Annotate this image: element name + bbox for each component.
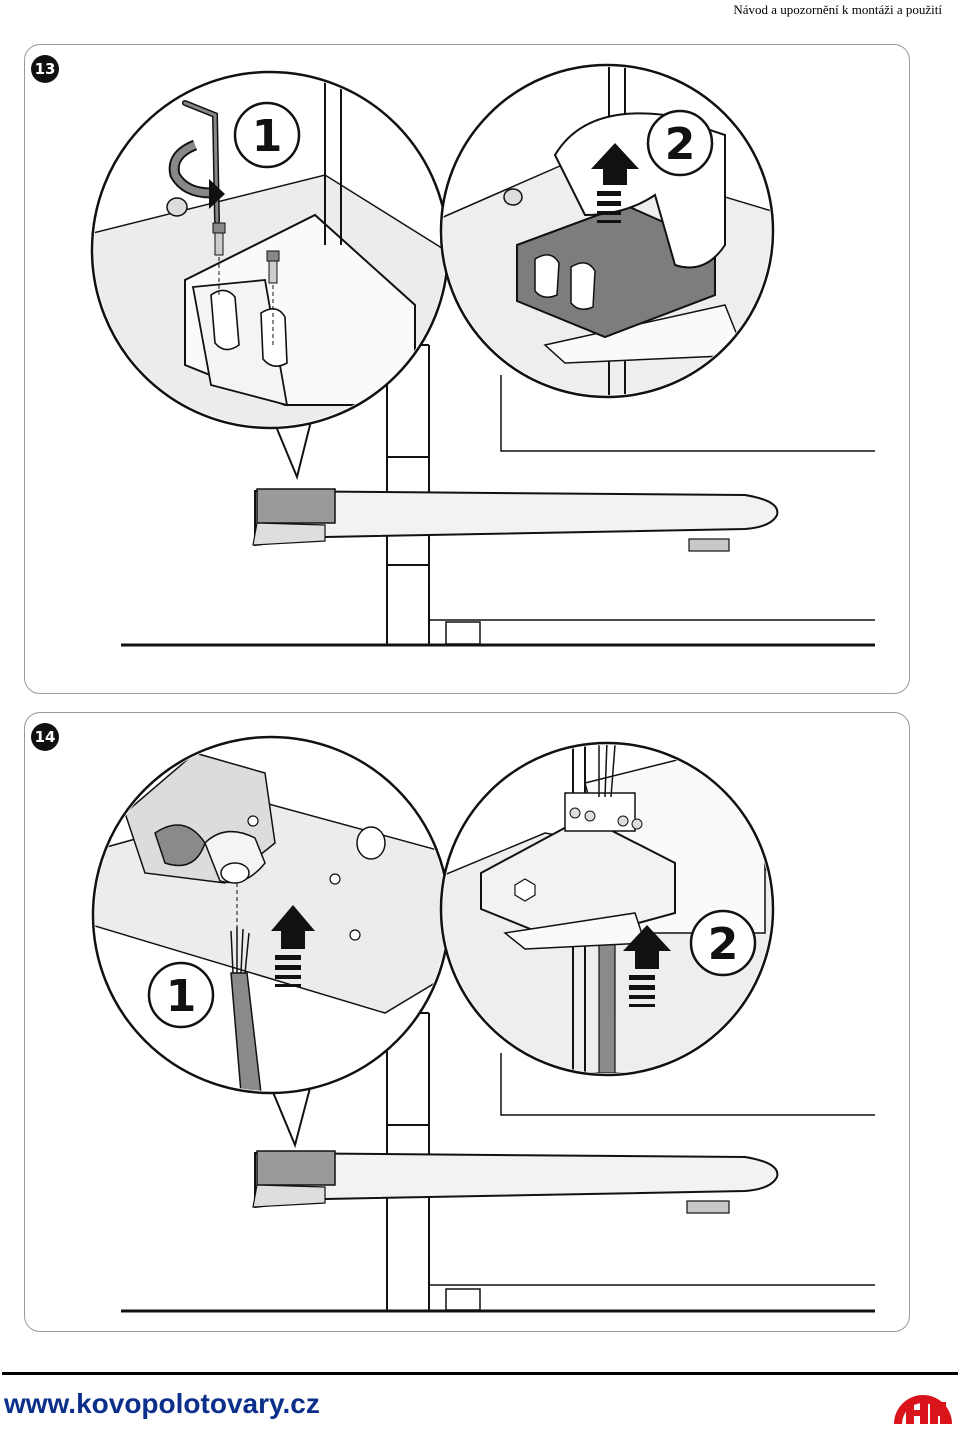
callout-1-number: 1 — [233, 101, 301, 169]
callout-2-number: 2 — [646, 109, 714, 177]
operator-foot — [688, 538, 730, 552]
callout-2-number: 2 — [689, 909, 757, 977]
detail-circle-left — [90, 70, 450, 430]
figure-14-illustration: 1 — [91, 735, 875, 1313]
figure-13-step-badge: 13 — [31, 55, 59, 83]
gate-leaf-outline — [428, 585, 875, 621]
power-cable — [598, 932, 616, 1073]
up-arrow-icon — [623, 925, 671, 1007]
svg-text:1: 1 — [252, 111, 283, 162]
figure-13-illustration: 1 — [90, 63, 875, 647]
figure-13-panel: 13 — [24, 44, 910, 694]
operator-cover-block — [256, 488, 336, 524]
page-header-title: Návod a upozornění k montáži a použití — [733, 2, 942, 17]
screw-icon — [266, 250, 280, 284]
detail-circle-left — [91, 735, 451, 1095]
rear-bracket-line — [500, 1053, 875, 1116]
kovomat-logo-icon — [894, 1395, 952, 1424]
figure-14-panel: 14 — [24, 712, 910, 1332]
screw-icon — [212, 222, 226, 256]
gate-hinge — [445, 621, 481, 645]
gate-operator-arm — [252, 1150, 779, 1214]
figure-14-step-badge: 14 — [31, 723, 59, 751]
up-arrow-icon — [591, 143, 639, 223]
detail-circle-right — [439, 741, 775, 1077]
detail-circle-right — [439, 63, 775, 399]
operator-cover-block — [256, 1150, 336, 1186]
svg-text:1: 1 — [166, 971, 197, 1022]
svg-text:2: 2 — [708, 919, 739, 970]
footer-rule — [2, 1372, 958, 1375]
up-arrow-icon — [271, 905, 315, 987]
rear-bracket-line — [500, 375, 875, 452]
operator-foot — [686, 1200, 730, 1214]
callout-1-number: 1 — [147, 961, 215, 1029]
gate-operator-arm — [252, 488, 779, 552]
gate-leaf-outline — [428, 1253, 875, 1286]
svg-text:2: 2 — [665, 119, 696, 170]
footer-website-link[interactable]: www.kovopolotovary.cz — [4, 1388, 320, 1419]
gate-hinge — [445, 1288, 481, 1311]
